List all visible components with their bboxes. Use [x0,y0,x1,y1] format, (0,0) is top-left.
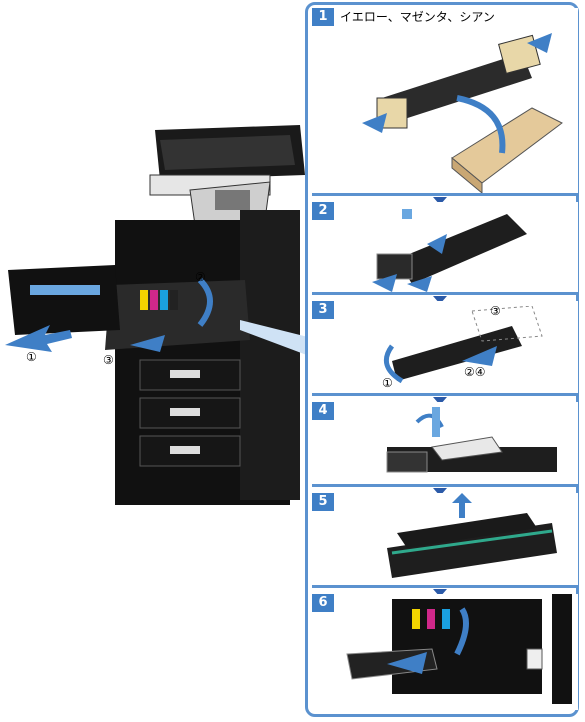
step-2: 2 [312,202,578,292]
step-6: 6 [312,594,578,710]
main-callout-1: ① [26,350,37,364]
step-4-figure [386,407,557,473]
main-callout-3: ③ [103,353,114,367]
step-4-divider [312,484,578,487]
step-3-callout-1: ① [382,376,393,390]
step-2-divider [312,292,578,295]
step-1-divider [312,193,578,196]
copier-illustration [0,120,320,510]
step-5: 5 [312,493,578,585]
step-3-callout-3: ③ [490,304,501,318]
step-4-number: 4 [312,402,334,420]
step-arrow-2 [433,296,447,304]
step-4: 4 [312,402,578,484]
step-3-divider [312,393,578,396]
main-callout-2: ② [195,270,206,284]
step-3-callout-2-4: ②④ [464,365,486,379]
step-arrow-1 [433,197,447,205]
step-arrow-3 [433,397,447,405]
step-3-figure [383,306,543,384]
step-5-divider [312,585,578,588]
step-1-figure [362,33,563,193]
step-2-number: 2 [312,202,334,220]
step-5-number: 5 [312,493,334,511]
step-1: 1 イエロー、マゼンタ、シアン [312,8,578,193]
step-1-title: イエロー、マゼンタ、シアン [340,10,495,24]
step-3-number: 3 [312,301,334,319]
step-2-figure [372,209,527,292]
step-3: 3 ① ③ ②④ [312,301,578,393]
copier-drawing [5,125,320,505]
step-5-figure [387,493,557,578]
step-arrow-4 [433,488,447,496]
step-6-figure [346,594,572,704]
step-arrow-5 [433,589,447,597]
step-1-number: 1 [312,8,334,26]
step-6-number: 6 [312,594,334,612]
